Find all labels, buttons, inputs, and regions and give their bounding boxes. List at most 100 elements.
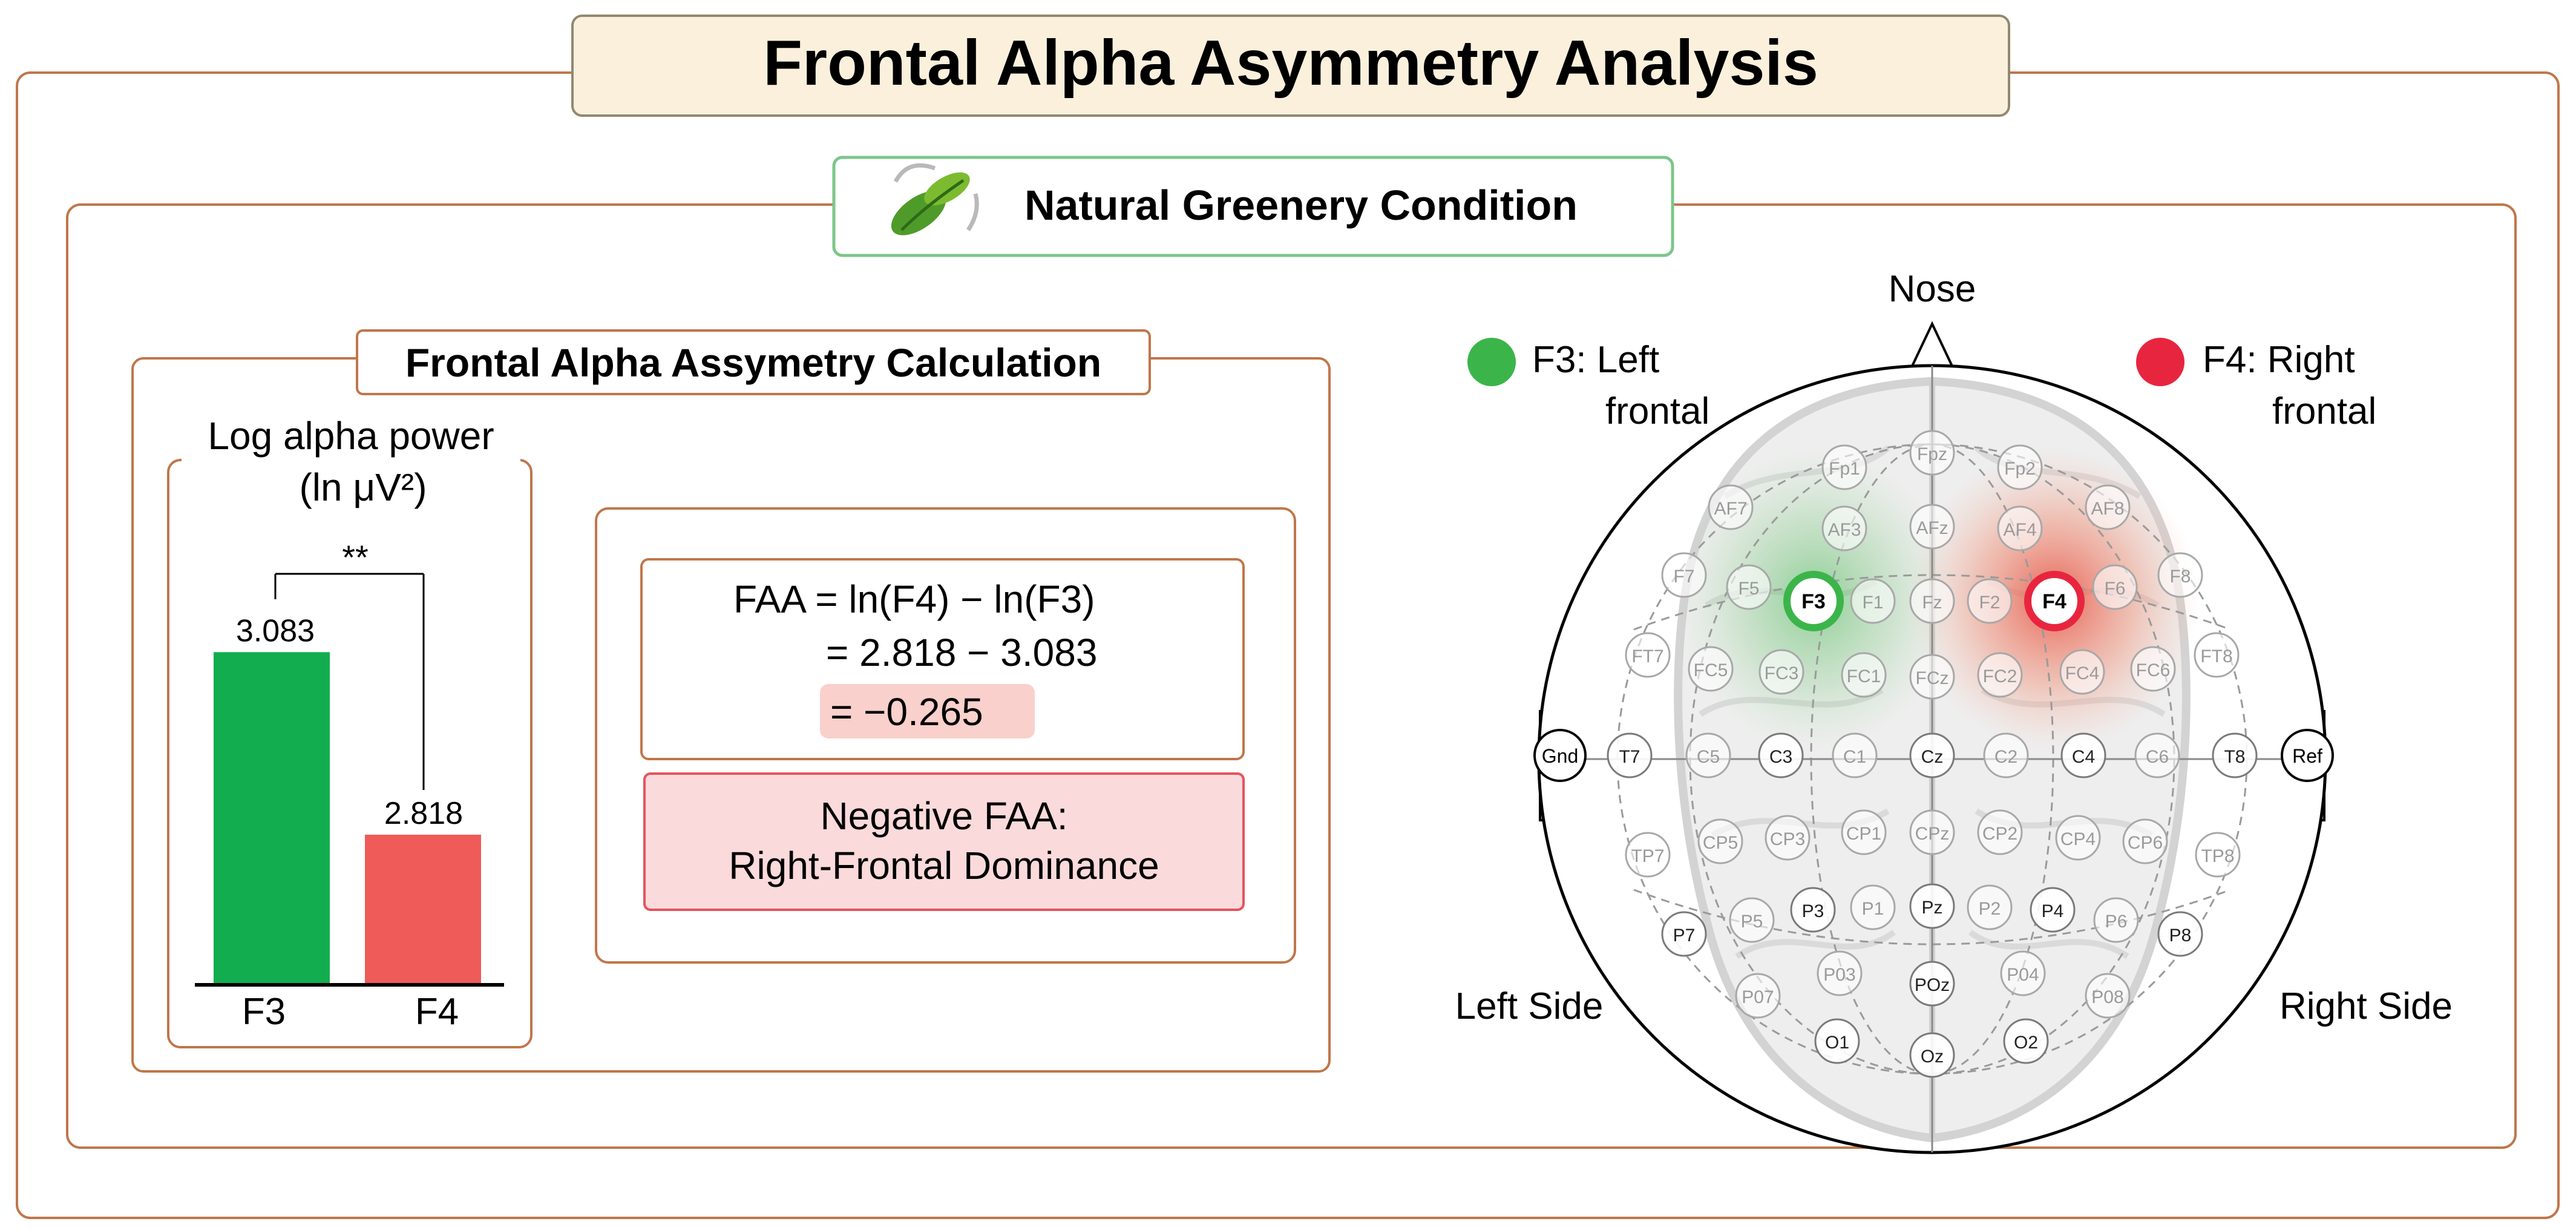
svg-text:FC1: FC1 [1847, 666, 1881, 686]
electrode-p6: P6 [2093, 897, 2139, 943]
electrode-ft8: FT8 [2194, 632, 2240, 678]
svg-text:C6: C6 [2146, 747, 2169, 767]
significance-marker: ** [342, 538, 369, 576]
calc-heading: Frontal Alpha Assymetry Calculation [405, 340, 1101, 385]
svg-text:CP2: CP2 [1982, 824, 2017, 844]
electrode-fc4: FC4 [2059, 649, 2105, 695]
formula-result-highlight [820, 684, 1035, 738]
legend-f3-line1: F3: Left [1532, 339, 1659, 381]
bar-value-f3: 3.083 [236, 613, 315, 648]
electrode-c5: C5 [1685, 732, 1731, 778]
electrode-f6: F6 [2092, 564, 2138, 610]
electrode-p07: P07 [1735, 973, 1781, 1019]
electrode-c1: C1 [1832, 732, 1878, 778]
svg-text:POz: POz [1915, 975, 1950, 995]
svg-text:F7: F7 [1673, 567, 1694, 587]
chart-label-line2: (ln μV²) [299, 465, 427, 509]
svg-text:CP5: CP5 [1703, 833, 1738, 853]
electrode-o1: O1 [1814, 1018, 1860, 1064]
formula-result: = −0.265 [830, 690, 983, 734]
svg-text:P5: P5 [1741, 912, 1763, 932]
electrode-p1: P1 [1850, 884, 1896, 930]
electrode-cp2: CP2 [1977, 809, 2023, 855]
ref-electrode: Ref [2281, 729, 2334, 782]
x-tick-f3: F3 [242, 991, 286, 1033]
legend-f4-line1: F4: Right [2203, 339, 2355, 381]
electrode-afz: AFz [1909, 504, 1955, 550]
electrode-c2: C2 [1983, 732, 2029, 778]
gnd-electrode: Gnd [1533, 729, 1587, 782]
svg-text:P4: P4 [2042, 901, 2064, 921]
electrode-cp5: CP5 [1697, 818, 1743, 864]
chart-label-backdrop [182, 409, 520, 518]
svg-text:P1: P1 [1862, 899, 1884, 919]
svg-text:O2: O2 [2014, 1033, 2038, 1053]
svg-text:C5: C5 [1697, 747, 1720, 767]
svg-text:FC4: FC4 [2065, 663, 2100, 683]
svg-text:F3: F3 [1801, 590, 1826, 613]
svg-text:FC3: FC3 [1765, 663, 1799, 683]
svg-text:FC6: FC6 [2136, 660, 2171, 680]
electrode-fcz: FCz [1909, 654, 1955, 700]
svg-text:FC2: FC2 [1983, 666, 2017, 686]
bar-f4 [365, 834, 481, 985]
electrode-t7: T7 [1607, 732, 1653, 778]
svg-text:P2: P2 [1979, 899, 2001, 919]
electrode-p08: P08 [2085, 973, 2131, 1019]
svg-text:P6: P6 [2105, 912, 2128, 932]
svg-text:F1: F1 [1862, 593, 1883, 613]
svg-text:AF3: AF3 [1827, 520, 1861, 540]
electrode-c3: C3 [1758, 732, 1804, 778]
electrode-p7: P7 [1661, 911, 1707, 957]
svg-text:Fp2: Fp2 [2004, 459, 2036, 479]
condition-header [832, 156, 1674, 257]
electrode-af3: AF3 [1821, 505, 1867, 551]
electrode-p04: P04 [2000, 950, 2046, 996]
svg-text:F8: F8 [2169, 567, 2191, 587]
svg-text:F2: F2 [1979, 593, 2000, 613]
legend-f4-dot [2136, 338, 2184, 386]
svg-text:AF4: AF4 [2003, 520, 2036, 540]
svg-text:CP4: CP4 [2060, 829, 2096, 849]
electrode-cz: Cz [1909, 732, 1955, 778]
svg-text:T8: T8 [2224, 747, 2245, 767]
svg-text:P7: P7 [1673, 926, 1696, 946]
svg-text:TP7: TP7 [1631, 846, 1664, 866]
electrode-pz: Pz [1909, 883, 1955, 929]
svg-text:FT7: FT7 [1631, 646, 1663, 666]
electrode-f7: F7 [1661, 552, 1707, 598]
svg-text:F5: F5 [1738, 579, 1759, 599]
svg-text:FT8: FT8 [2200, 646, 2232, 666]
svg-text:AF7: AF7 [1714, 499, 1747, 519]
electrode-f4: F4 [2024, 571, 2085, 631]
right-side-label: Right Side [2279, 985, 2453, 1027]
svg-text:AF8: AF8 [2091, 499, 2124, 519]
formula-line2: = 2.818 − 3.083 [826, 631, 1097, 674]
electrode-cp6: CP6 [2122, 818, 2168, 864]
svg-text:FC5: FC5 [1694, 660, 1728, 680]
electrode-f8: F8 [2157, 552, 2203, 598]
electrode-p8: P8 [2157, 911, 2203, 957]
electrode-o2: O2 [2003, 1018, 2049, 1064]
electrode-fpz: Fpz [1909, 430, 1955, 476]
svg-text:Oz: Oz [1921, 1047, 1944, 1067]
electrode-tp7: TP7 [1625, 832, 1671, 878]
legend-f3-line2: frontal [1605, 390, 1709, 432]
svg-text:P04: P04 [2007, 965, 2039, 985]
svg-text:P3: P3 [1802, 901, 1824, 921]
svg-text:Fp1: Fp1 [1829, 459, 1860, 479]
chart-label-line1: Log alpha power [208, 414, 494, 458]
electrode-oz: Oz [1909, 1032, 1955, 1078]
svg-text:Pz: Pz [1921, 898, 1942, 918]
electrode-fc2: FC2 [1977, 652, 2023, 698]
svg-text:C3: C3 [1769, 747, 1792, 767]
leaf-icon [891, 163, 979, 235]
electrode-ft7: FT7 [1625, 632, 1671, 678]
bar-value-f4: 2.818 [384, 796, 463, 831]
svg-text:Ref: Ref [2292, 745, 2322, 767]
electrode-af8: AF8 [2085, 484, 2131, 530]
svg-text:T7: T7 [1619, 747, 1640, 767]
legend-f4-line2: frontal [2272, 390, 2376, 432]
electrode-cp4: CP4 [2055, 815, 2101, 861]
